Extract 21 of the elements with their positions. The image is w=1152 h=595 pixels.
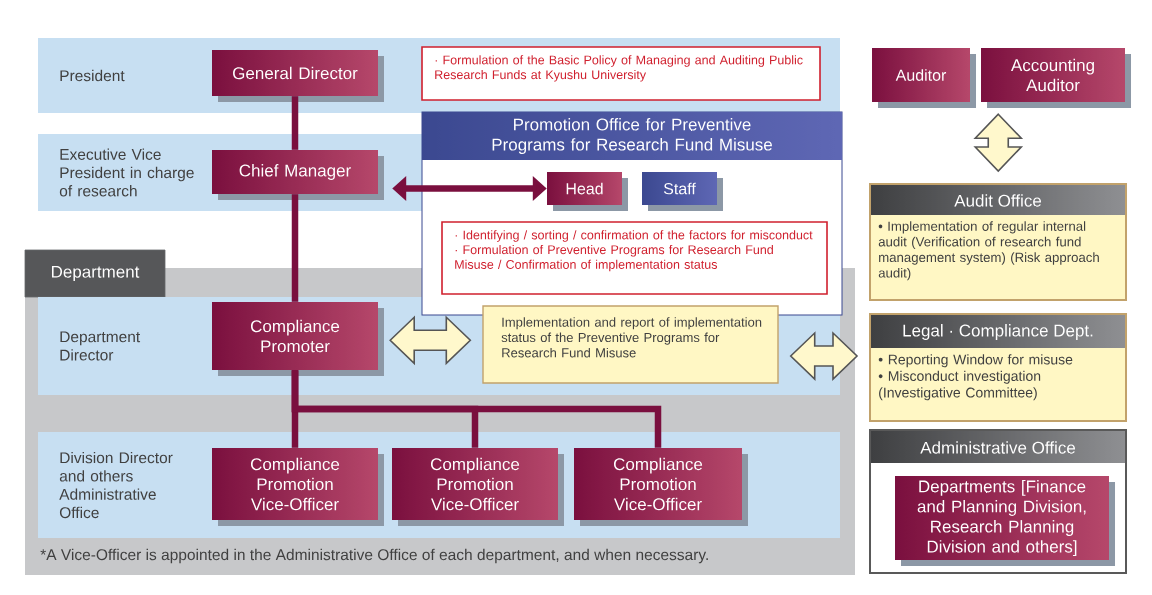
position-box: Departments [Finance and Planning Division, Research Planning Division and others] [895, 476, 1115, 566]
position-box: Compliance Promotion Vice-Officer [574, 448, 748, 526]
position-box: Compliance Promotion Vice-Officer [212, 448, 384, 526]
position-box: General Director [212, 50, 384, 102]
position-box: Chief Manager [212, 150, 384, 200]
position-box: Staff [642, 172, 723, 211]
note-box: · Identifying / sorting / confirmation of the factors for misconduct · Formulation of Preventive Programs for Research Fund Misuse / Confirmation of implementation status [441, 221, 828, 295]
note-box: · Formulation of the Basic Policy of Managing and Auditing Public Research Funds at Kyushu University [421, 46, 821, 101]
section-tab: Department [24, 249, 166, 298]
position-box: Auditor [872, 48, 976, 108]
double-arrow [789, 331, 859, 381]
position-box: Compliance Promotion Vice-Officer [392, 448, 564, 526]
position-box: Compliance Promoter [212, 302, 384, 376]
report-box: Implementation and report of implementation status of the Preventive Programs for Research Fund Misuse [482, 305, 779, 384]
double-arrow [973, 113, 1024, 173]
position-box: Head [547, 172, 628, 211]
footnote-text: *A Vice-Officer is appointed in the Administrative Office of each department, and when necessary. [40, 548, 708, 564]
position-box: Accounting Auditor [981, 48, 1131, 108]
double-arrow [389, 315, 472, 366]
office-panel: Audit Office • Implementation of regular internal audit (Verification of research fund management system) (Risk approach audit) [869, 183, 1127, 301]
office-panel: Legal · Compliance Dept. • Reporting Window for misuse • Misconduct investigation (Investigative Committee) [869, 313, 1127, 422]
